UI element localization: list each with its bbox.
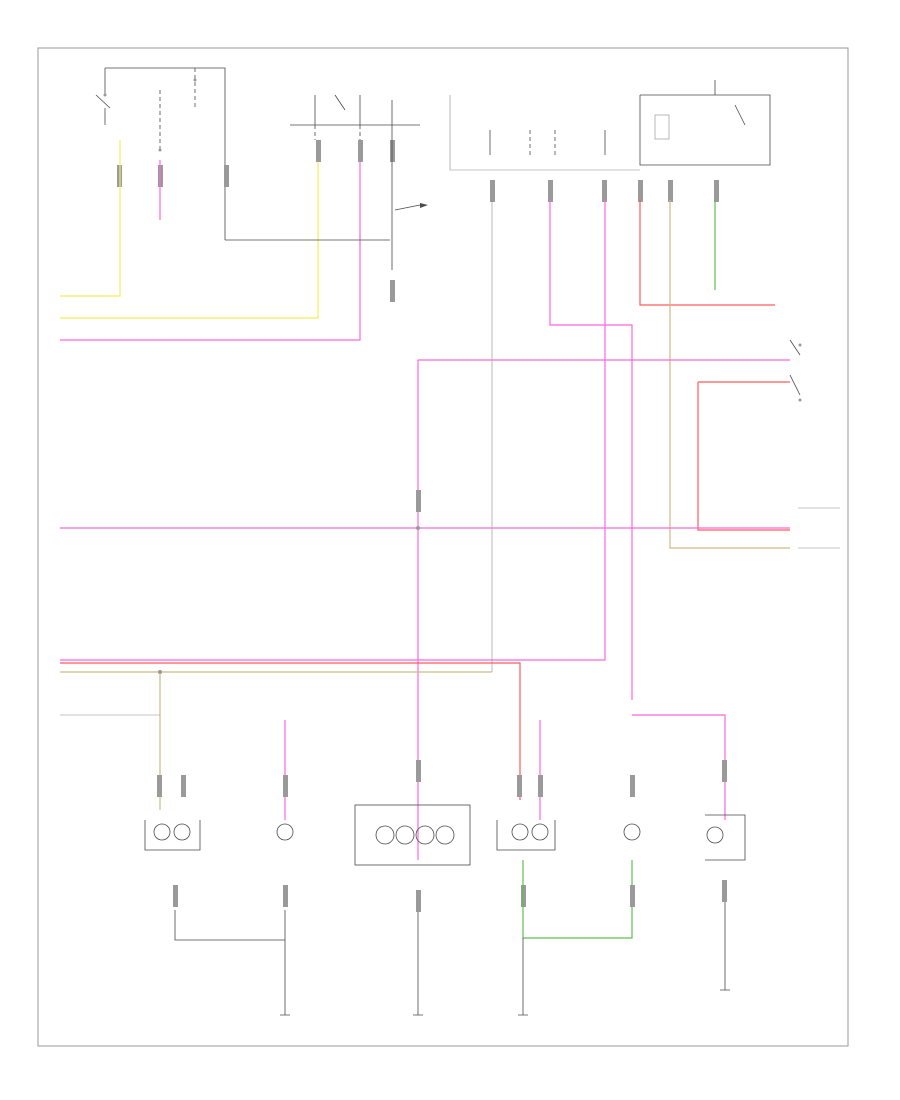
- wire-red-bottom: [60, 662, 521, 800]
- relay-center: [390, 100, 428, 302]
- wire-yellow-2: [60, 140, 319, 319]
- diagram-frame: [37, 47, 849, 1047]
- headlamp-switch: [290, 94, 420, 162]
- wire-pink-2: [60, 140, 361, 341]
- lamp-license-plate: [705, 760, 746, 990]
- wire-pink-module-b: [60, 200, 606, 661]
- lamp-side-left: [276, 720, 294, 1015]
- connector-stubs-top-left: [117, 165, 229, 187]
- right-side-switch: [418, 339, 802, 531]
- ground-symbols: [280, 989, 730, 1016]
- wire-yellow-1: [60, 140, 121, 297]
- wire-tan-1: [669, 200, 790, 549]
- wire-pink-module-a: [549, 200, 633, 700]
- lamp-front-left: [144, 775, 285, 941]
- control-module-box: [449, 95, 640, 202]
- relay-top-right: [638, 80, 771, 202]
- lamp-front-right: [496, 720, 633, 1015]
- lamp-side-right: [623, 714, 726, 907]
- combination-lamp-center: [354, 760, 471, 1015]
- wire-red-1: [639, 200, 775, 306]
